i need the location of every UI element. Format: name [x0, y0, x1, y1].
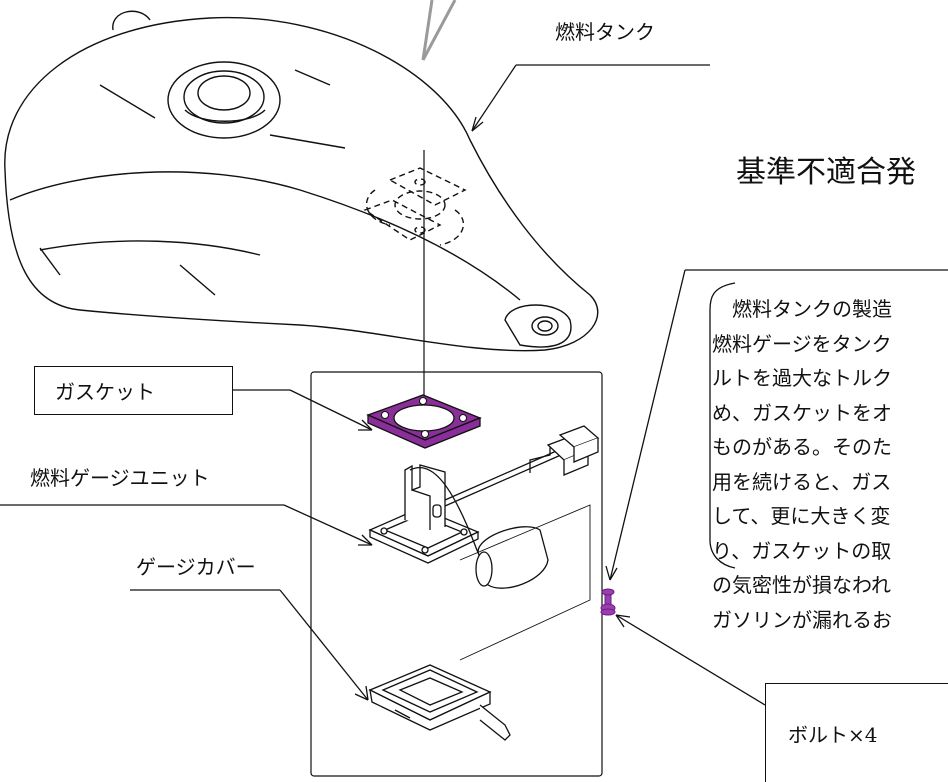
description-line: して、更に大きく変	[712, 504, 891, 528]
fuel-tank-drawing	[4, 10, 599, 352]
gasket-label-box: ガスケット	[34, 366, 233, 415]
description-line: ガソリンが漏れるお	[712, 607, 892, 632]
description-line: り、ガスケットの取	[712, 538, 892, 563]
defect-heading: 基準不適合発	[736, 155, 916, 190]
bolt-drawing	[600, 588, 616, 616]
description-line: ルトを過大なトルク	[712, 366, 892, 390]
gauge-cover-label: ゲージカバー	[136, 555, 256, 579]
description-line: め、ガスケットをオ	[712, 400, 892, 425]
description-line: 燃料タンクの製造	[712, 297, 892, 321]
description-line: 用を続けると、ガス	[712, 469, 892, 494]
fuel-tank-label: 燃料タンク	[555, 20, 655, 44]
top-pointer	[421, 0, 457, 61]
description-line: ものがある。そのた	[712, 435, 892, 459]
notice-box-outline	[685, 269, 948, 569]
gauge-cover-drawing	[368, 664, 511, 741]
description-line: 燃料ゲージをタンク	[712, 331, 892, 356]
bolt-label: ボルト×4	[788, 722, 878, 747]
defect-description: 燃料タンクの製造 燃料ゲージをタンク ルトを過大なトルク め、ガスケットをオ も…	[712, 292, 948, 637]
bolt-label-box: ボルト×4	[765, 683, 948, 782]
gauge-unit-label: 燃料ゲージユニット	[30, 466, 210, 490]
gasket-label: ガスケット	[55, 380, 155, 404]
gasket-drawing	[366, 394, 482, 449]
leader-lines	[0, 64, 766, 706]
description-line: の気密性が損なわれ	[712, 573, 891, 597]
parts-frame	[310, 371, 603, 777]
gauge-unit-drawing	[368, 425, 600, 661]
